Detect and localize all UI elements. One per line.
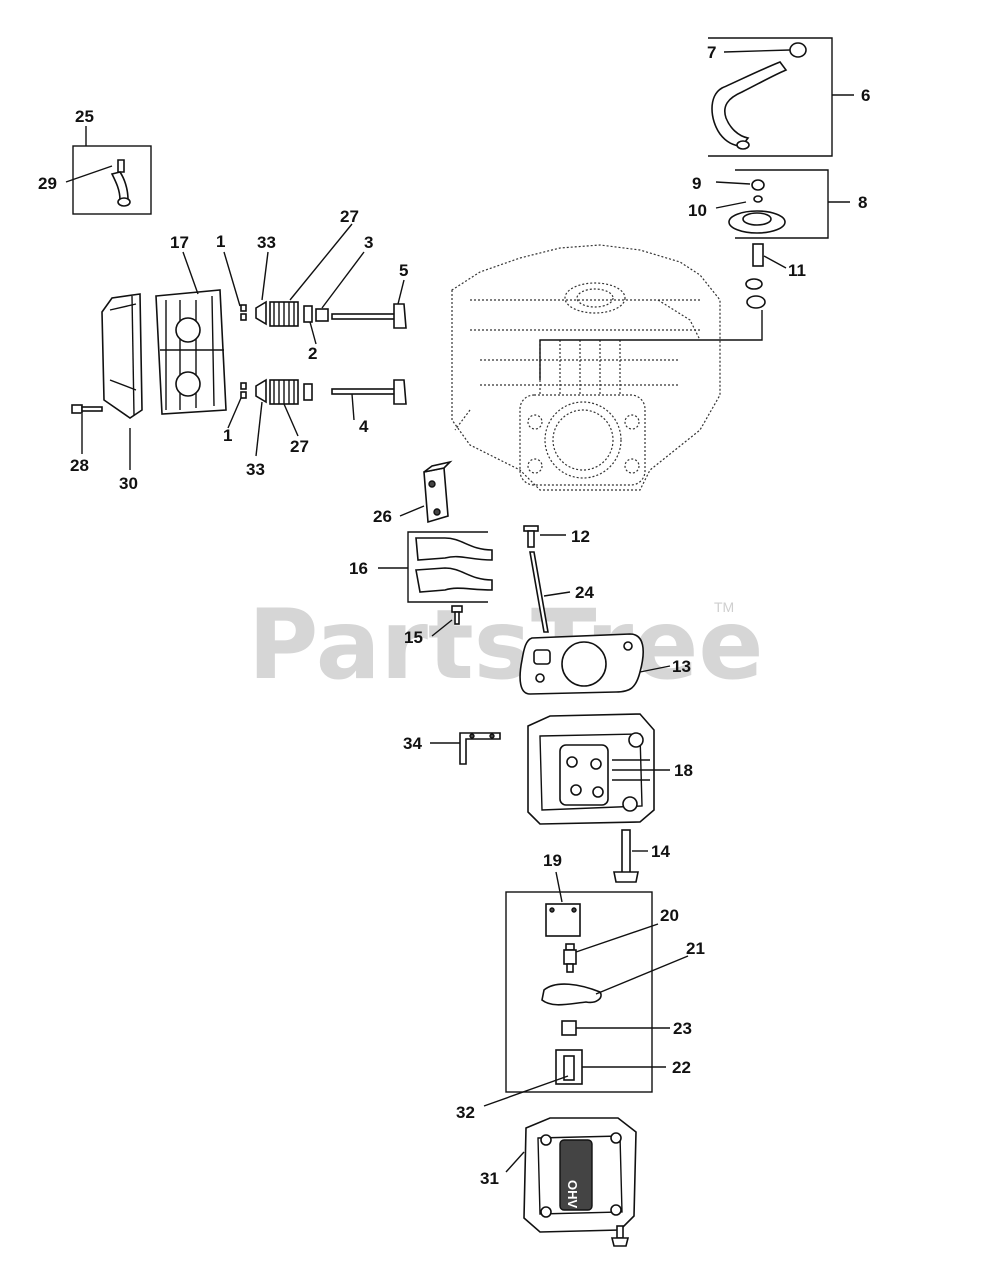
rocker-arm-21 <box>541 983 602 1006</box>
breather-tube-6 <box>711 61 788 150</box>
valve-cover-31: OHV <box>523 1117 637 1233</box>
callout-5: 5 <box>399 261 408 280</box>
exhaust-valve-4 <box>331 379 407 405</box>
rocker-bolt-12 <box>523 525 539 548</box>
callout-32: 32 <box>456 1103 475 1122</box>
spring-caps-33 <box>255 300 267 404</box>
callout-27-bottom: 27 <box>290 437 309 456</box>
group-box-6 <box>708 37 833 157</box>
breather-cover-10 <box>728 210 786 234</box>
heat-shields-16 <box>415 537 493 593</box>
cylinder-head-17 <box>155 289 227 415</box>
cover-screw <box>610 1225 630 1247</box>
valve-seals-2-3 <box>303 305 329 401</box>
callout-22: 22 <box>672 1058 691 1077</box>
callout-31: 31 <box>480 1169 499 1188</box>
bolt-28 <box>71 404 103 414</box>
group-box-16 <box>407 531 488 603</box>
callout-17: 17 <box>170 233 189 252</box>
callout-numbers: 25 29 17 1 33 27 3 5 2 4 1 33 27 28 30 7… <box>38 43 870 1188</box>
grommet-9 <box>751 179 765 203</box>
breather-parts-11 <box>745 243 766 309</box>
cover-emboss-text: OHV <box>565 1180 580 1209</box>
screw-15 <box>451 605 463 625</box>
callout-30: 30 <box>119 474 138 493</box>
leader-lines <box>65 49 854 1173</box>
callout-8: 8 <box>858 193 867 212</box>
valve-keepers-1 <box>240 304 247 399</box>
callout-29: 29 <box>38 174 57 193</box>
leader-11-to-block <box>539 310 763 380</box>
callout-1-bottom: 1 <box>223 426 232 445</box>
callout-21: 21 <box>686 939 705 958</box>
callout-1-top: 1 <box>216 232 225 251</box>
callout-11: 11 <box>788 261 806 280</box>
head-bolt-14 <box>613 829 639 883</box>
callout-27-top: 27 <box>340 207 359 226</box>
callout-18: 18 <box>674 761 693 780</box>
group-box-25 <box>72 145 152 215</box>
group-box-8 <box>735 169 829 239</box>
rocker-plate-19 <box>545 903 581 937</box>
callout-20: 20 <box>660 906 679 925</box>
head-gasket-13 <box>519 633 644 695</box>
callout-15: 15 <box>404 628 423 647</box>
callout-12: 12 <box>571 527 590 546</box>
callout-10: 10 <box>688 201 707 220</box>
callout-7: 7 <box>707 43 716 62</box>
cylinder-head-18 <box>527 713 655 825</box>
valve-cover-30 <box>101 293 143 419</box>
callout-33-top: 33 <box>257 233 276 252</box>
callout-25: 25 <box>75 107 94 126</box>
breather-hose-29 <box>110 159 131 207</box>
group-box-19 <box>505 891 653 1093</box>
callout-6: 6 <box>861 86 870 105</box>
pushrod-24 <box>529 551 549 633</box>
watermark-text: PartsTree <box>248 589 763 701</box>
callout-34: 34 <box>403 734 422 753</box>
callout-16: 16 <box>349 559 368 578</box>
rocker-stud-20 <box>563 943 577 973</box>
callout-28: 28 <box>70 456 89 475</box>
callout-13: 13 <box>672 657 691 676</box>
callout-4: 4 <box>359 417 369 436</box>
engine-block-outline <box>451 244 721 491</box>
watermark-tm: TM <box>714 599 734 615</box>
intake-valve-5 <box>331 303 407 329</box>
rocker-bridge-26 <box>423 460 453 524</box>
valve-springs-27 <box>269 301 299 405</box>
callout-24: 24 <box>575 583 594 602</box>
bracket-34 <box>459 732 501 765</box>
clamp-7 <box>789 42 807 58</box>
callout-2: 2 <box>308 344 317 363</box>
callout-19: 19 <box>543 851 562 870</box>
callout-23: 23 <box>673 1019 692 1038</box>
pivot-23 <box>561 1020 577 1036</box>
callout-9: 9 <box>692 174 701 193</box>
callout-33-bottom: 33 <box>246 460 265 479</box>
callout-26: 26 <box>373 507 392 526</box>
callout-3: 3 <box>364 233 373 252</box>
callout-14: 14 <box>651 842 670 861</box>
